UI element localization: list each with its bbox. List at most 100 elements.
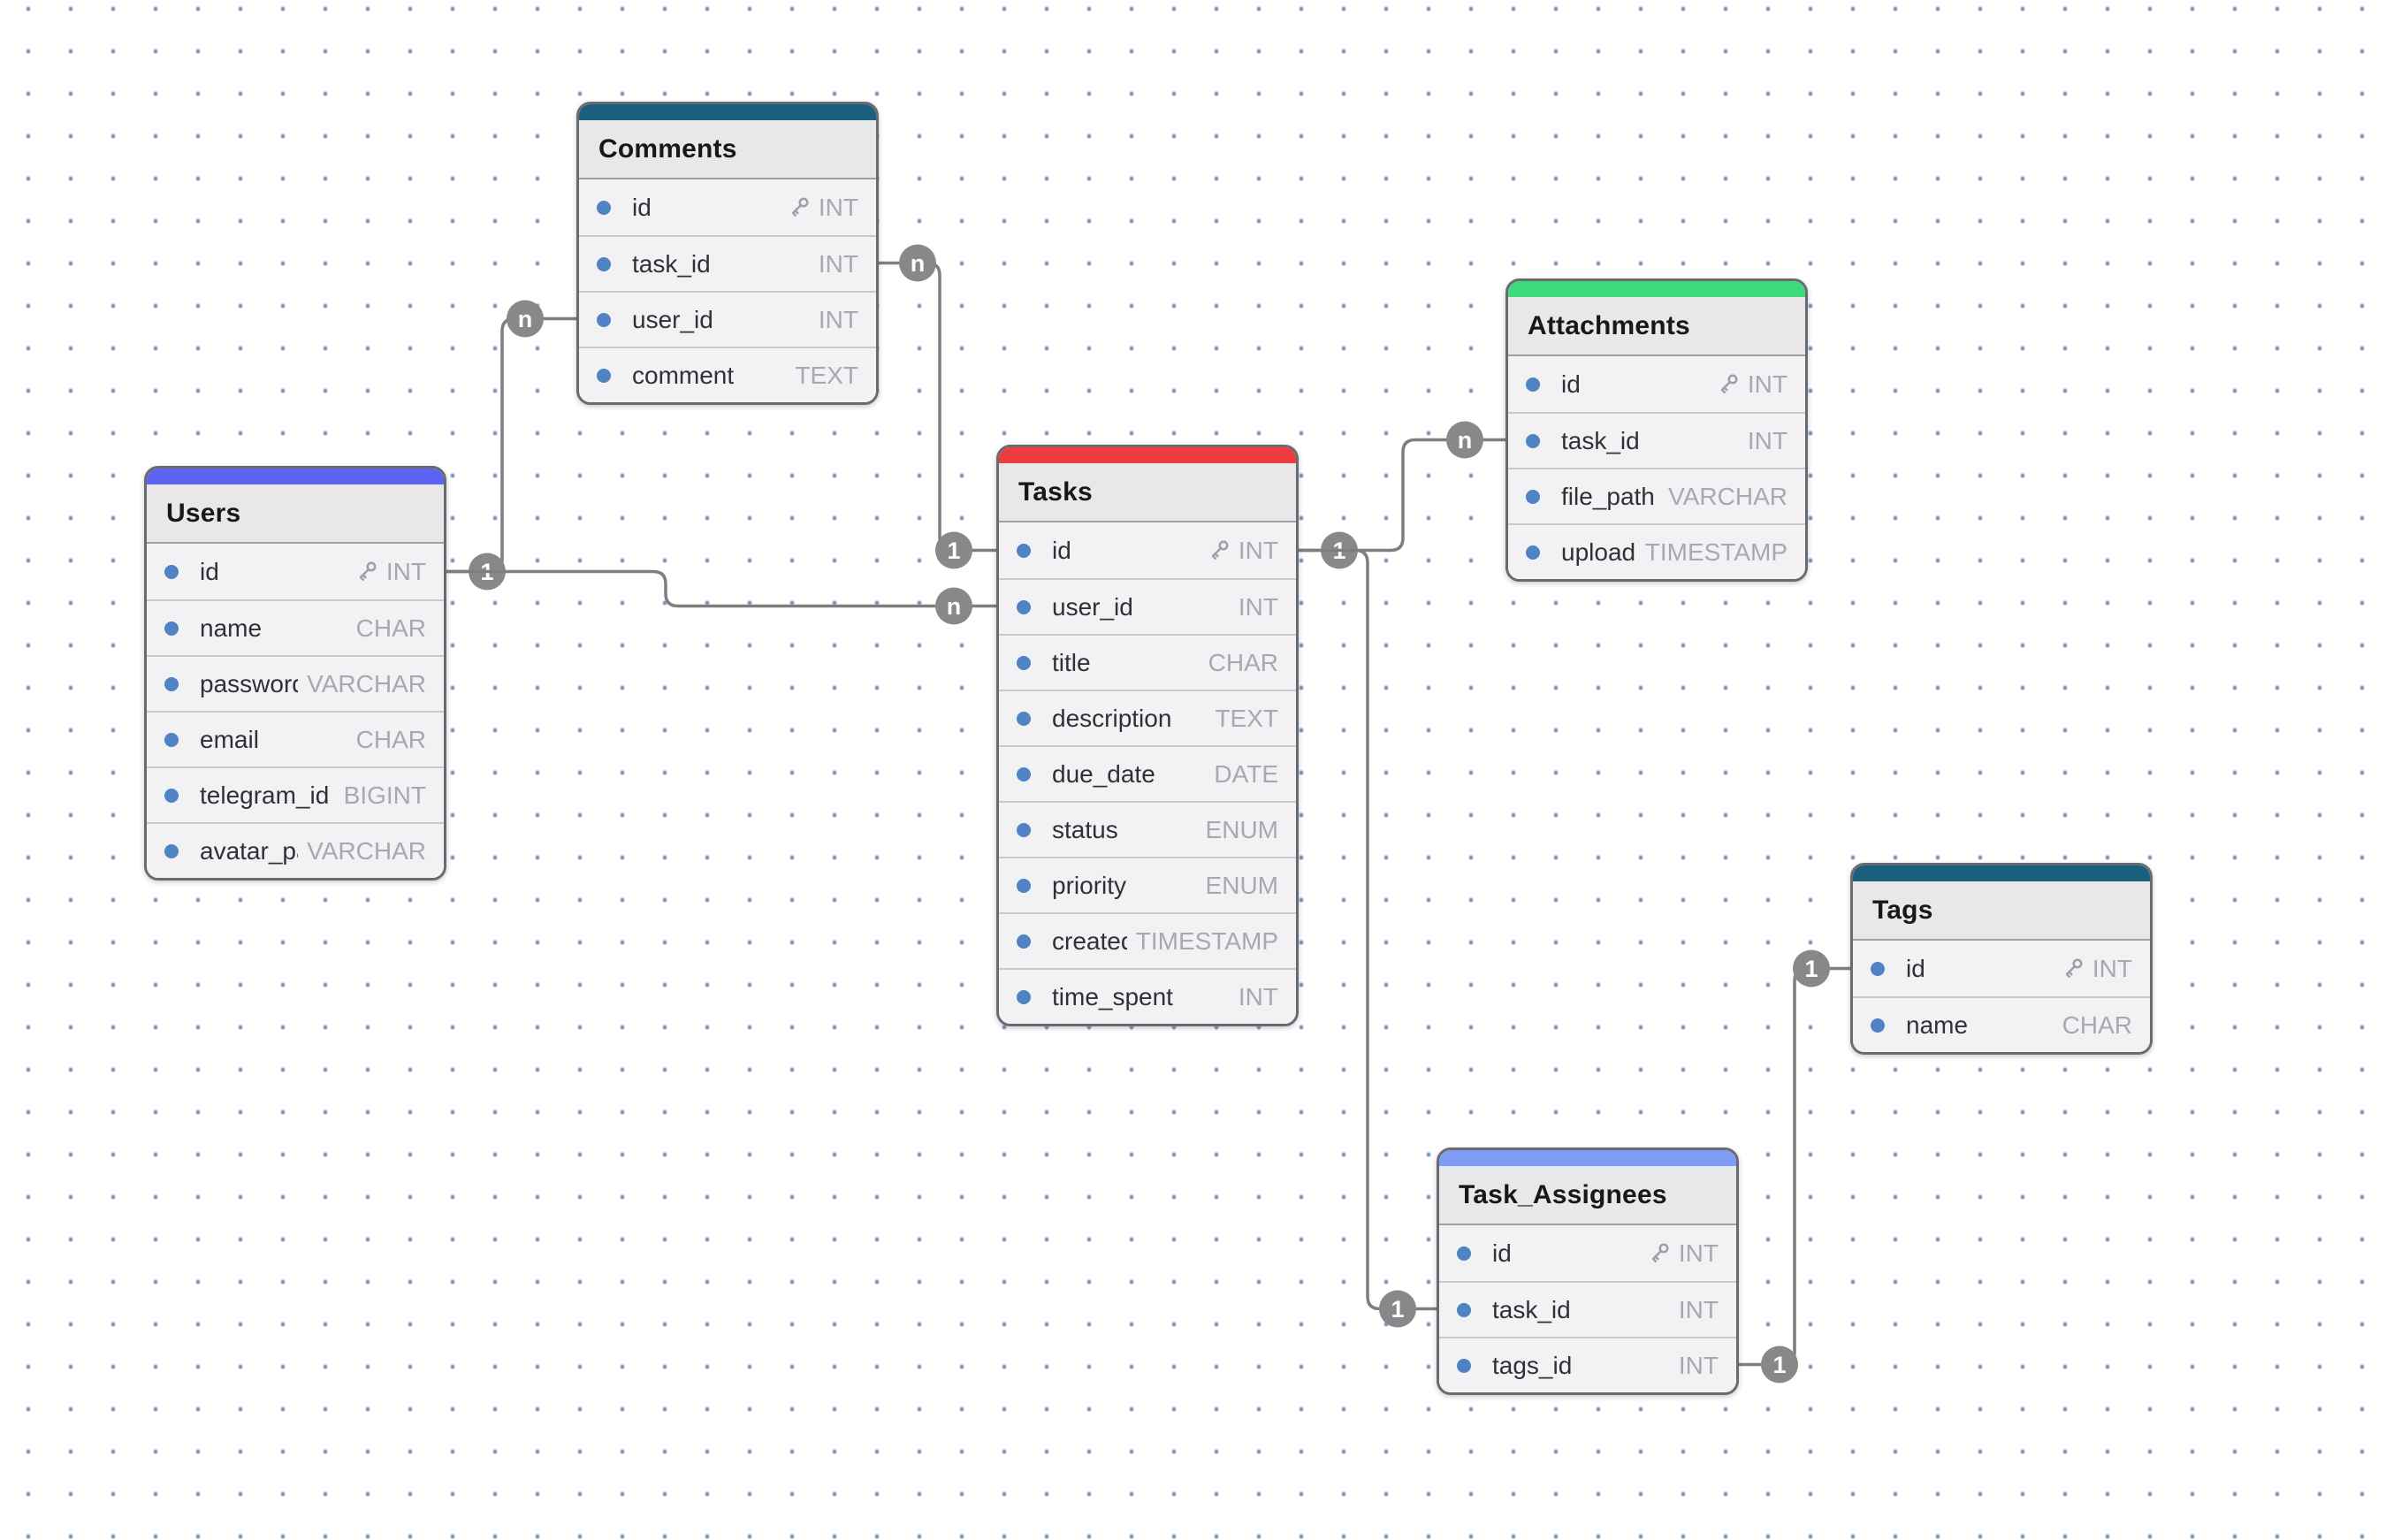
cardinality-badge-label: 1 <box>947 537 960 564</box>
field-row-id[interactable]: id INT <box>579 179 876 235</box>
relationship-line-users_id-tasks_user_id[interactable] <box>446 569 996 608</box>
table-fields: id INT name CHAR <box>1853 941 2150 1052</box>
field-dot-icon <box>164 676 179 691</box>
field-type: INT <box>1238 536 1278 564</box>
relationship-line-tags_id-task_assignees_tags_id[interactable] <box>1739 966 1850 1367</box>
field-dot-icon <box>1457 1358 1471 1373</box>
cardinality-badge[interactable]: 1 <box>1793 949 1830 987</box>
field-row-task_id[interactable]: task_id INT <box>1508 412 1805 468</box>
field-name: task_id <box>632 249 711 278</box>
field-dot-icon <box>1526 433 1540 448</box>
field-dot-icon <box>597 312 611 327</box>
relationship-line-tasks_id-task_assignees_task_id[interactable] <box>1299 548 1437 1311</box>
primary-key-icon <box>1211 539 1229 560</box>
field-row-user_id[interactable]: user_id INT <box>579 291 876 347</box>
field-row-description[interactable]: description TEXT <box>999 690 1296 745</box>
field-name: id <box>1492 1239 1512 1267</box>
primary-key-icon <box>791 196 809 217</box>
field-type: INT <box>1678 1239 1719 1267</box>
field-dot-icon <box>164 732 179 747</box>
field-row-id[interactable]: id INT <box>147 544 444 599</box>
field-row-time_spent[interactable]: time_spent INT <box>999 968 1296 1024</box>
field-name: id <box>632 193 652 221</box>
table-card-tags[interactable]: Tags id INT name CHAR <box>1850 863 2153 1055</box>
field-type: INT <box>1747 426 1787 454</box>
field-type: TEXT <box>1215 704 1278 732</box>
cardinality-badge[interactable]: n <box>1446 421 1483 459</box>
field-name: password <box>200 669 299 698</box>
table-card-comments[interactable]: Comments id INT task_id INT user_id INT … <box>576 102 879 405</box>
table-accent-bar <box>579 104 876 120</box>
field-row-title[interactable]: title CHAR <box>999 634 1296 690</box>
field-row-password[interactable]: password VARCHAR <box>147 655 444 711</box>
field-row-id[interactable]: id INT <box>999 522 1296 578</box>
table-header[interactable]: Attachments <box>1508 297 1805 356</box>
cardinality-badge-circle <box>1793 949 1830 987</box>
cardinality-badge[interactable]: 1 <box>1761 1346 1798 1384</box>
relationship-line-tasks_id-attachments_task_id[interactable] <box>1299 438 1505 553</box>
table-header[interactable]: Tags <box>1853 881 2150 941</box>
field-dot-icon <box>164 843 179 858</box>
field-row-name[interactable]: name CHAR <box>1853 996 2150 1052</box>
table-title: Users <box>166 498 241 528</box>
table-card-users[interactable]: Users id INT name CHAR password VARCHAR … <box>144 466 446 881</box>
field-row-priority[interactable]: priority ENUM <box>999 857 1296 912</box>
relationship-line-users_id-comments_user_id[interactable] <box>446 316 576 574</box>
field-row-email[interactable]: email CHAR <box>147 711 444 766</box>
relationship-line-comments_task_id-tasks_id[interactable] <box>878 261 996 553</box>
field-type: INT <box>1747 370 1787 398</box>
field-row-telegram_id[interactable]: telegram_id BIGINT <box>147 766 444 822</box>
field-row-avatar_pa[interactable]: avatar_pa... VARCHAR <box>147 822 444 878</box>
table-header[interactable]: Tasks <box>999 463 1296 522</box>
field-name: user_id <box>1052 592 1133 621</box>
field-name: id <box>1052 536 1071 564</box>
table-card-tasks[interactable]: Tasks id INT user_id INT title CHAR desc… <box>996 445 1299 1026</box>
table-header[interactable]: Task_Assignees <box>1439 1166 1736 1225</box>
field-row-id[interactable]: id INT <box>1853 941 2150 996</box>
field-dot-icon <box>1017 822 1031 837</box>
cardinality-badge-circle <box>899 244 936 282</box>
table-accent-bar <box>999 447 1296 463</box>
field-row-user_id[interactable]: user_id INT <box>999 578 1296 634</box>
cardinality-badge[interactable]: n <box>935 587 972 625</box>
field-row-created[interactable]: created... TIMESTAMP <box>999 912 1296 968</box>
field-row-status[interactable]: status ENUM <box>999 801 1296 857</box>
field-name: telegram_id <box>200 781 330 809</box>
field-row-comment[interactable]: comment TEXT <box>579 347 876 402</box>
field-type: INT <box>1238 592 1278 621</box>
field-name: id <box>200 557 219 585</box>
table-card-attachments[interactable]: Attachments id INT task_id INT file_path… <box>1505 278 1808 582</box>
field-name: email <box>200 725 259 753</box>
cardinality-badge-label: 1 <box>1772 1352 1786 1378</box>
field-type: CHAR <box>355 614 426 642</box>
field-name: name <box>1906 1010 1969 1039</box>
table-card-task_assignees[interactable]: Task_Assignees id INT task_id INT tags_i… <box>1437 1147 1739 1395</box>
cardinality-badge[interactable]: n <box>899 244 936 282</box>
cardinality-badge[interactable]: n <box>507 300 544 338</box>
table-fields: id INT task_id INT file_path VARCHAR upl… <box>1508 356 1805 579</box>
table-header[interactable]: Comments <box>579 120 876 179</box>
field-row-due_date[interactable]: due_date DATE <box>999 745 1296 801</box>
field-row-tags_id[interactable]: tags_id INT <box>1439 1337 1736 1392</box>
table-fields: id INT task_id INT user_id INT comment <box>579 179 876 402</box>
field-type: INT <box>818 305 858 333</box>
field-row-task_id[interactable]: task_id INT <box>579 235 876 291</box>
cardinality-badge[interactable]: 1 <box>935 531 972 569</box>
field-dot-icon <box>1526 377 1540 392</box>
field-dot-icon <box>597 256 611 271</box>
cardinality-badge-label: n <box>518 306 533 332</box>
field-row-upload[interactable]: upload... TIMESTAMP <box>1508 523 1805 579</box>
field-type: INT <box>1678 1351 1719 1379</box>
field-row-file_path[interactable]: file_path VARCHAR <box>1508 468 1805 523</box>
field-dot-icon <box>1457 1302 1471 1317</box>
primary-key-icon <box>2065 957 2083 978</box>
table-header[interactable]: Users <box>147 484 444 544</box>
field-row-id[interactable]: id INT <box>1439 1225 1736 1281</box>
table-accent-bar <box>1439 1150 1736 1166</box>
field-row-id[interactable]: id INT <box>1508 356 1805 412</box>
field-row-task_id[interactable]: task_id INT <box>1439 1281 1736 1337</box>
cardinality-badge[interactable]: 1 <box>1379 1290 1416 1328</box>
field-row-name[interactable]: name CHAR <box>147 599 444 655</box>
field-type: VARCHAR <box>307 836 426 865</box>
